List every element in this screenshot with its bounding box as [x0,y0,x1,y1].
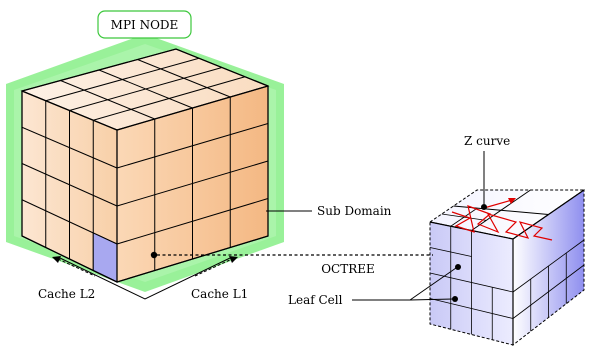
leaf-cell-pointer-a [409,267,457,301]
cache-cell-dot [150,251,158,259]
leaf-cell-dot-b [452,296,458,302]
cache-l1-label: Cache L1 [191,287,248,301]
cache-l2-arrow [57,258,96,277]
sub-domain-side-grid-line [116,198,269,245]
sub-domain-label: Sub Domain [317,204,392,218]
leaf-cell-dot-a [455,264,461,270]
sub-domain-side-grid-line [116,160,269,207]
octree-top-subsplit [441,213,487,221]
sub-domain-front-grid-line [21,163,118,207]
z-curve-label: Z curve [464,134,510,148]
z-curve-path [451,205,553,241]
octree-front-split [429,298,472,309]
sub-domain-side-grid-line [116,123,269,169]
octree-front-split [471,308,514,319]
sub-domain-top-grid-line [93,76,246,121]
z-curve-dot [481,204,487,210]
cache-l2-arrowhead [52,256,61,263]
leaf-cell-pointer-b [409,298,454,301]
z-curve-path [483,199,513,209]
sub-domain-front-grid-line [21,126,118,169]
octree-cube [428,189,586,347]
sub-domain-top-grid-line [69,67,223,111]
octree-top-split [471,189,531,231]
sub-domain-cube [20,48,270,283]
z-curve-arrowhead [508,198,516,204]
sub-domain-top-grid-line [45,57,200,102]
mpi-node-label-box [97,10,192,39]
cache-bracket [59,257,231,300]
octree-front-split [429,247,472,257]
cache-l1-arrowhead [229,256,238,263]
mpi-node-label: MPI NODE [111,18,179,32]
cache-l2-label: Cache L2 [38,287,95,301]
octree-label: OCTREE [321,262,375,276]
leaf-cell-label: Leaf Cell [288,293,343,307]
octree-side-split [512,264,585,319]
cache-l1-arrow [194,258,233,277]
octree-top-face [428,189,586,240]
sub-domain-outline [21,48,269,283]
